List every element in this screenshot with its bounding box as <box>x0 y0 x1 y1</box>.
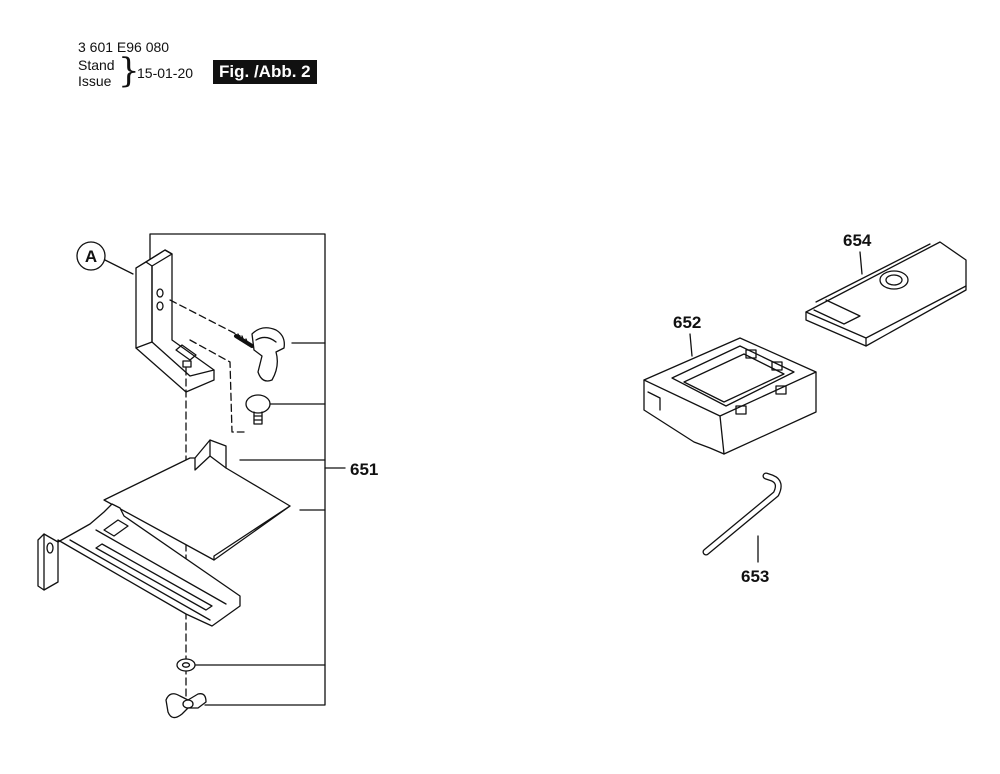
wing-nut <box>165 693 207 719</box>
guide-plate <box>103 439 291 561</box>
group-651-bracket: 651 <box>149 233 378 706</box>
brace-symbol: } <box>118 51 140 91</box>
leader-652 <box>689 333 693 357</box>
callout-654: 654 <box>843 231 872 250</box>
callout-653: 653 <box>741 567 769 586</box>
detail-a-label: A <box>85 247 97 266</box>
detail-a-leader <box>104 259 134 275</box>
base-rail <box>37 503 241 627</box>
figure-label: Fig. /Abb. 2 <box>213 60 317 84</box>
washer <box>176 658 196 672</box>
issue-label: Issue <box>78 73 112 89</box>
angle-bracket <box>135 249 215 393</box>
carriage-screw <box>245 394 271 425</box>
bracket-outline <box>149 233 326 706</box>
wing-knob <box>234 327 285 382</box>
leader-654 <box>859 251 863 275</box>
part-653-hex-key: 653 <box>702 472 782 586</box>
detail-a-circle <box>76 241 106 271</box>
detail-a-callout: A <box>76 241 134 275</box>
issue-date: 15-01-20 <box>137 65 194 81</box>
part-number: 3 601 E96 080 <box>78 39 170 55</box>
callout-651: 651 <box>350 460 378 479</box>
part-654-block: 654 <box>805 231 967 347</box>
stand-label: Stand <box>78 57 115 73</box>
callout-652: 652 <box>673 313 701 332</box>
part-652-block: 652 <box>643 313 817 455</box>
